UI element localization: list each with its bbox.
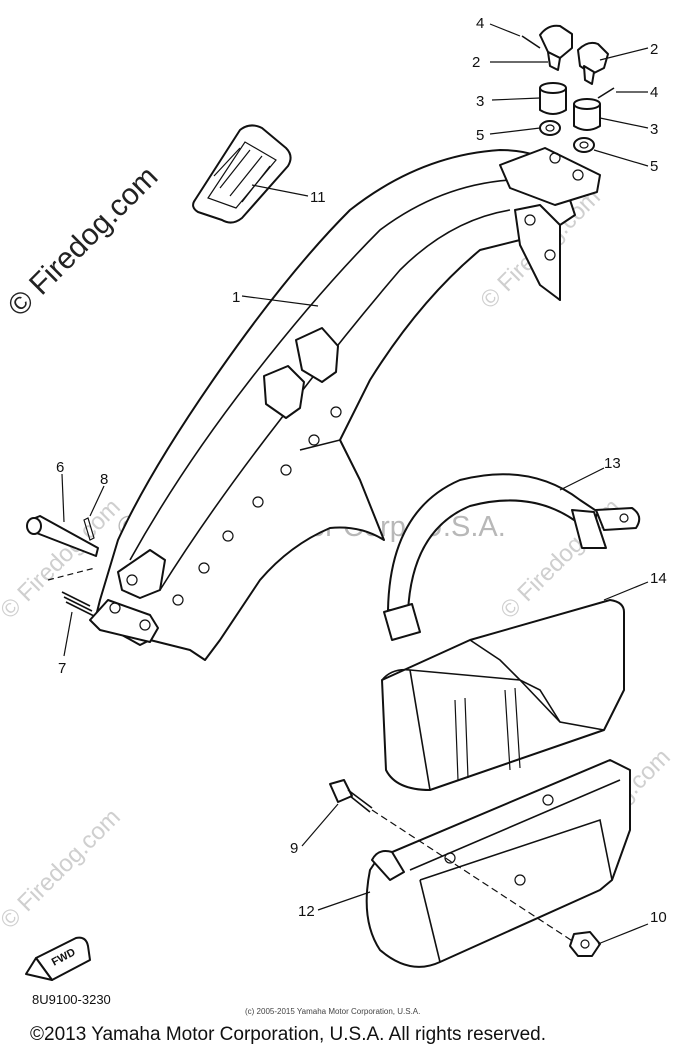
callout-6: 6	[56, 459, 64, 476]
leader-lines	[61, 23, 649, 945]
drawing-code: 8U9100-3230	[32, 992, 111, 1007]
part-1-rear-fender	[89, 147, 601, 661]
parts-2-5-cushion-set	[521, 24, 615, 153]
callout-9: 9	[290, 840, 298, 857]
callout-12: 12	[298, 903, 315, 920]
callout-11: 11	[310, 189, 326, 206]
parts-9-10-fasteners	[329, 779, 601, 957]
callout-2-left: 2	[472, 54, 480, 71]
watermark-firedog-faint-2: © Firedog.com	[0, 804, 126, 935]
callout-3-left: 3	[476, 93, 484, 110]
callout-numbers: 4 2 2 3 4 5 3 5 11 1 6 8 13 14 7 9 12 10	[56, 15, 667, 926]
watermark-firedog-left: © Firedog.com	[2, 160, 165, 323]
callout-4-right: 4	[650, 84, 658, 101]
parts-6-8-pin-set	[26, 515, 99, 617]
callout-4-left: 4	[476, 15, 484, 32]
part-11-reflector	[192, 124, 292, 224]
callout-8: 8	[100, 471, 108, 488]
callout-5-left: 5	[476, 127, 484, 144]
part-12-tray	[365, 759, 631, 968]
small-copyright: (c) 2005-2015 Yamaha Motor Corporation, …	[245, 1007, 421, 1016]
callout-7: 7	[58, 660, 66, 677]
callout-5-right: 5	[650, 158, 658, 175]
fwd-arrow-badge: FWD	[25, 936, 91, 981]
part-14-box	[381, 599, 625, 791]
callout-13: 13	[604, 455, 621, 472]
callout-2-right: 2	[650, 41, 658, 58]
callout-3-right: 3	[650, 121, 658, 138]
callout-10: 10	[650, 909, 667, 926]
part-13-band	[383, 473, 641, 641]
callout-1: 1	[232, 289, 240, 306]
footer-copyright: ©2013 Yamaha Motor Corporation, U.S.A. A…	[30, 1024, 546, 1045]
callout-14: 14	[650, 570, 667, 587]
